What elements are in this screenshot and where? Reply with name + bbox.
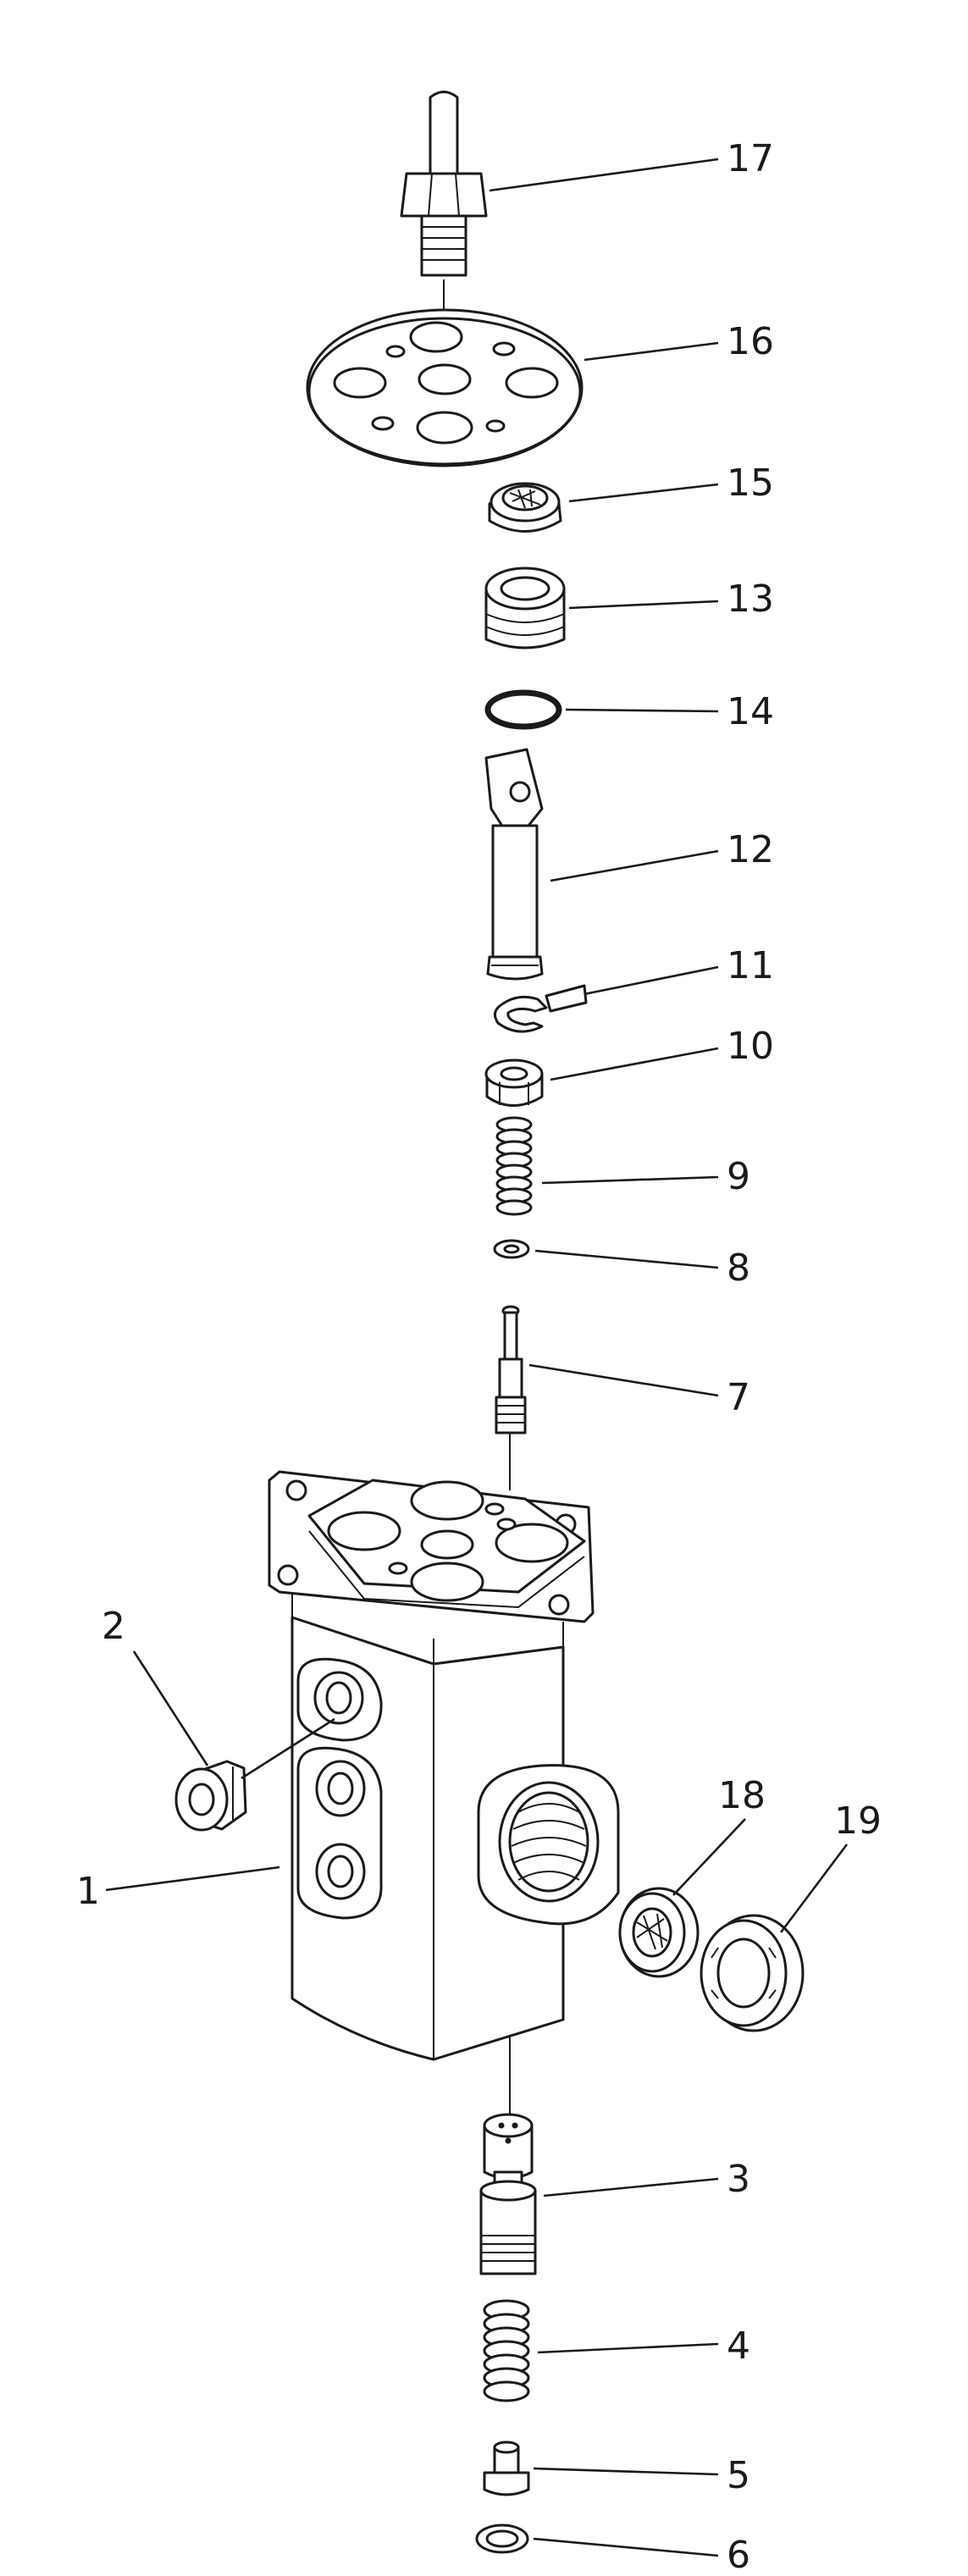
callout-8: 8 (727, 1247, 750, 1290)
part-3-spool (479, 2113, 537, 2275)
leader-2 (132, 1650, 209, 1766)
part-8-washer (493, 1239, 530, 1259)
callout-17: 17 (727, 137, 774, 180)
leader-3 (543, 2177, 719, 2197)
leader-1 (105, 1866, 280, 1892)
part-17-stud-bolt (400, 91, 488, 277)
callout-4: 4 (727, 2324, 750, 2368)
callout-labels: 17 16 15 13 14 12 11 10 9 8 7 2 18 19 1 … (76, 137, 882, 2576)
callout-14: 14 (727, 690, 774, 733)
part-18-strainer (618, 1887, 700, 1978)
leader-5 (533, 2467, 719, 2476)
callout-7: 7 (727, 1376, 750, 1419)
part-7-spool (495, 1305, 527, 1434)
part-19-plug-nut (700, 1914, 805, 2032)
part-4-spring (483, 2299, 530, 2402)
leader-13 (568, 600, 719, 610)
callout-12: 12 (727, 828, 774, 871)
leader-10 (550, 1047, 719, 1081)
callout-15: 15 (727, 462, 774, 505)
callout-19: 19 (834, 1799, 882, 1843)
callout-18: 18 (718, 1774, 766, 1817)
leader-4 (537, 2342, 719, 2354)
leader-8 (534, 1249, 719, 1269)
leader-15 (568, 483, 719, 503)
leader-14 (565, 708, 719, 713)
leader-16 (584, 341, 719, 362)
part-13-bushing (484, 567, 566, 650)
callout-3: 3 (727, 2158, 750, 2201)
part-9-spring (495, 1116, 533, 1216)
leader-2b (241, 1717, 335, 1780)
leader-17 (489, 158, 719, 192)
leader-6 (533, 2537, 719, 2557)
part-2-plug (174, 1760, 247, 1832)
leader-12 (550, 849, 719, 882)
leader-7 (528, 1363, 719, 1397)
part-12-shaft (484, 748, 544, 981)
callout-10: 10 (727, 1025, 774, 1068)
callout-6: 6 (727, 2534, 750, 2576)
callout-2: 2 (102, 1605, 125, 1648)
part-14-o-ring (484, 689, 562, 730)
leader-lines (105, 158, 849, 2557)
part-1-valve-body (268, 1470, 620, 2061)
part-16-plate (306, 308, 584, 467)
part-10-nut (484, 1059, 544, 1107)
callout-11: 11 (727, 944, 774, 987)
leader-19 (779, 1844, 849, 1933)
callout-13: 13 (727, 578, 774, 621)
part-5-retainer (483, 2441, 530, 2496)
callout-16: 16 (727, 320, 774, 363)
part-15-filter-cap (488, 482, 562, 533)
callout-5: 5 (727, 2454, 750, 2497)
callout-1: 1 (76, 1870, 100, 1913)
leader-9 (541, 1175, 719, 1185)
part-6-washer (475, 2523, 529, 2554)
part-11-snap-ring (494, 995, 548, 1033)
callout-9: 9 (727, 1155, 750, 1198)
leader-18 (672, 1818, 746, 1896)
